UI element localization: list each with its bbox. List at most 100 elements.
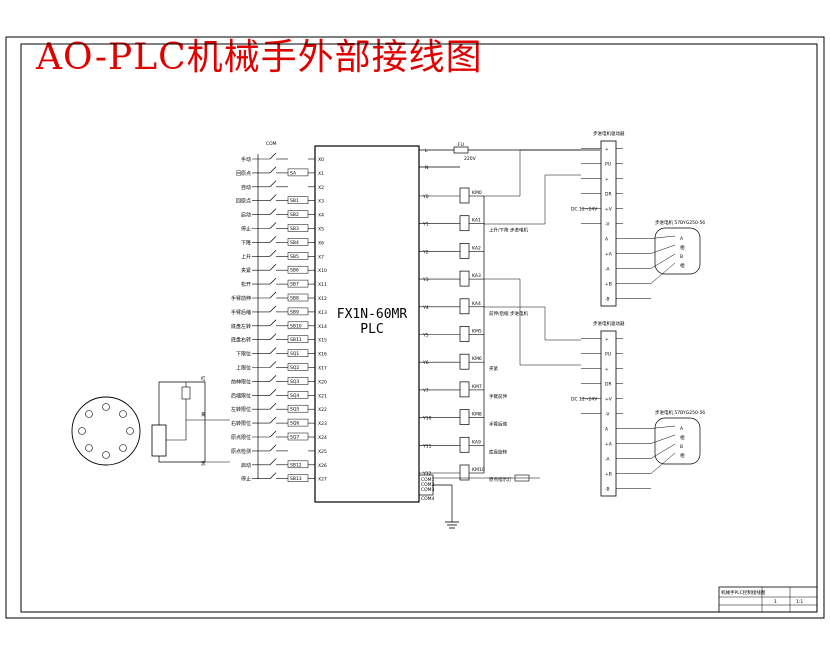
switch-contact-icon (269, 389, 288, 396)
input-device-tag: SB4 (290, 240, 299, 246)
switch-contact-icon (269, 319, 288, 327)
input-address: X20 (318, 379, 327, 385)
input-device-tag: SB10 (290, 323, 302, 329)
output-address: Y0 (422, 194, 429, 200)
indicator-resistor (514, 474, 530, 482)
switch-contact-icon (269, 208, 288, 215)
output-address: Y7 (422, 388, 429, 394)
input-address: X17 (318, 366, 327, 372)
switch-contact-icon (269, 250, 288, 257)
output-description: 夹紧 (489, 365, 498, 372)
switch-contact-icon (269, 305, 288, 313)
input-device-tag: SB3 (290, 226, 299, 232)
motor-phase-label: 相 (680, 262, 685, 269)
switch-contact-icon (269, 291, 288, 299)
output-description: 底盘旋转 (489, 448, 507, 455)
potentiometer-resistor (151, 424, 167, 457)
wire-label-black: 黑 (201, 461, 206, 467)
driver-terminal-label: DR (605, 382, 612, 388)
input-address: X10 (318, 268, 327, 274)
input-address: X13 (318, 310, 327, 316)
title-block-name: 机械手PLC控制接线图 (721, 589, 766, 596)
input-description: 启动 (241, 462, 251, 469)
driver-terminal-label: A (605, 237, 609, 243)
input-description: 手动 (241, 156, 251, 163)
input-address: X21 (318, 393, 327, 399)
driver-terminal-label: -A (605, 457, 611, 463)
relay-tag: KA2 (472, 245, 481, 251)
relay-tag: KM6 (472, 356, 482, 362)
input-description: 左转限位 (231, 406, 251, 413)
plc-body (314, 145, 420, 503)
switch-contact-icon (269, 472, 288, 480)
relay-coil-icon (459, 436, 470, 453)
potentiometer-section: 红 黄 黑 (71, 375, 230, 467)
switch-contact-icon (269, 277, 288, 285)
output-common-2: COM2 (421, 482, 435, 488)
input-description: 回原点 (236, 171, 251, 177)
output-description: 手臂前伸 (489, 393, 507, 400)
drawing-title: AO-PLC机械手外部接线图 (36, 37, 483, 78)
driver-terminal-label: +A (605, 252, 613, 258)
input-address: X16 (318, 352, 327, 358)
driver-terminal-label: -B (605, 487, 610, 493)
relay-coil-icon (459, 270, 470, 287)
driver-terminal-label: +B (605, 282, 612, 288)
input-address: X11 (318, 282, 327, 288)
input-address: X12 (318, 296, 327, 302)
title-block: 机械手PLC控制接线图 1 1:1 (718, 586, 818, 613)
switch-contact-icon (269, 333, 288, 341)
input-description: 停止 (241, 476, 251, 483)
switch-contact-icon (269, 152, 288, 160)
relay-tag: KA9 (472, 439, 481, 445)
input-device-tag: SB9 (290, 309, 299, 315)
input-device-tag: SQ5 (290, 407, 299, 413)
output-address: Y10 (422, 416, 432, 422)
switch-contact-icon (269, 416, 288, 424)
input-device-tag: SB1 (290, 198, 299, 204)
motor-phase-label: B (680, 444, 683, 450)
input-address: X3 (318, 199, 324, 205)
fuse-label: FU (458, 142, 464, 148)
input-device-tag: SB11 (290, 337, 302, 343)
output-description: 前伸/后缩 步进电机 (489, 310, 528, 317)
switch-contact-icon (269, 166, 288, 174)
input-description: 启动 (241, 212, 251, 219)
relay-coil-icon (459, 187, 470, 204)
input-address: X4 (318, 213, 324, 219)
relay-coil-icon (459, 464, 470, 481)
switch-contact-icon (269, 430, 288, 438)
input-description: 松开 (241, 281, 251, 288)
input-description: 自动 (241, 184, 251, 191)
power-n-label: N (425, 165, 428, 171)
input-address: X5 (318, 227, 324, 233)
switch-contact-icon (269, 458, 288, 466)
input-description: 原点限位 (231, 434, 251, 441)
driver-terminal-label: PU (605, 352, 611, 358)
driver-terminal-label: + (605, 367, 609, 373)
input-description: 前伸限位 (231, 378, 251, 385)
input-address: X24 (318, 435, 327, 441)
output-address: Y12 (422, 471, 432, 477)
input-device-tag: SB6 (290, 268, 299, 274)
driver-terminal-label: DR (605, 192, 612, 198)
input-address: X23 (318, 421, 327, 427)
input-device-tag: SQ1 (290, 351, 299, 357)
